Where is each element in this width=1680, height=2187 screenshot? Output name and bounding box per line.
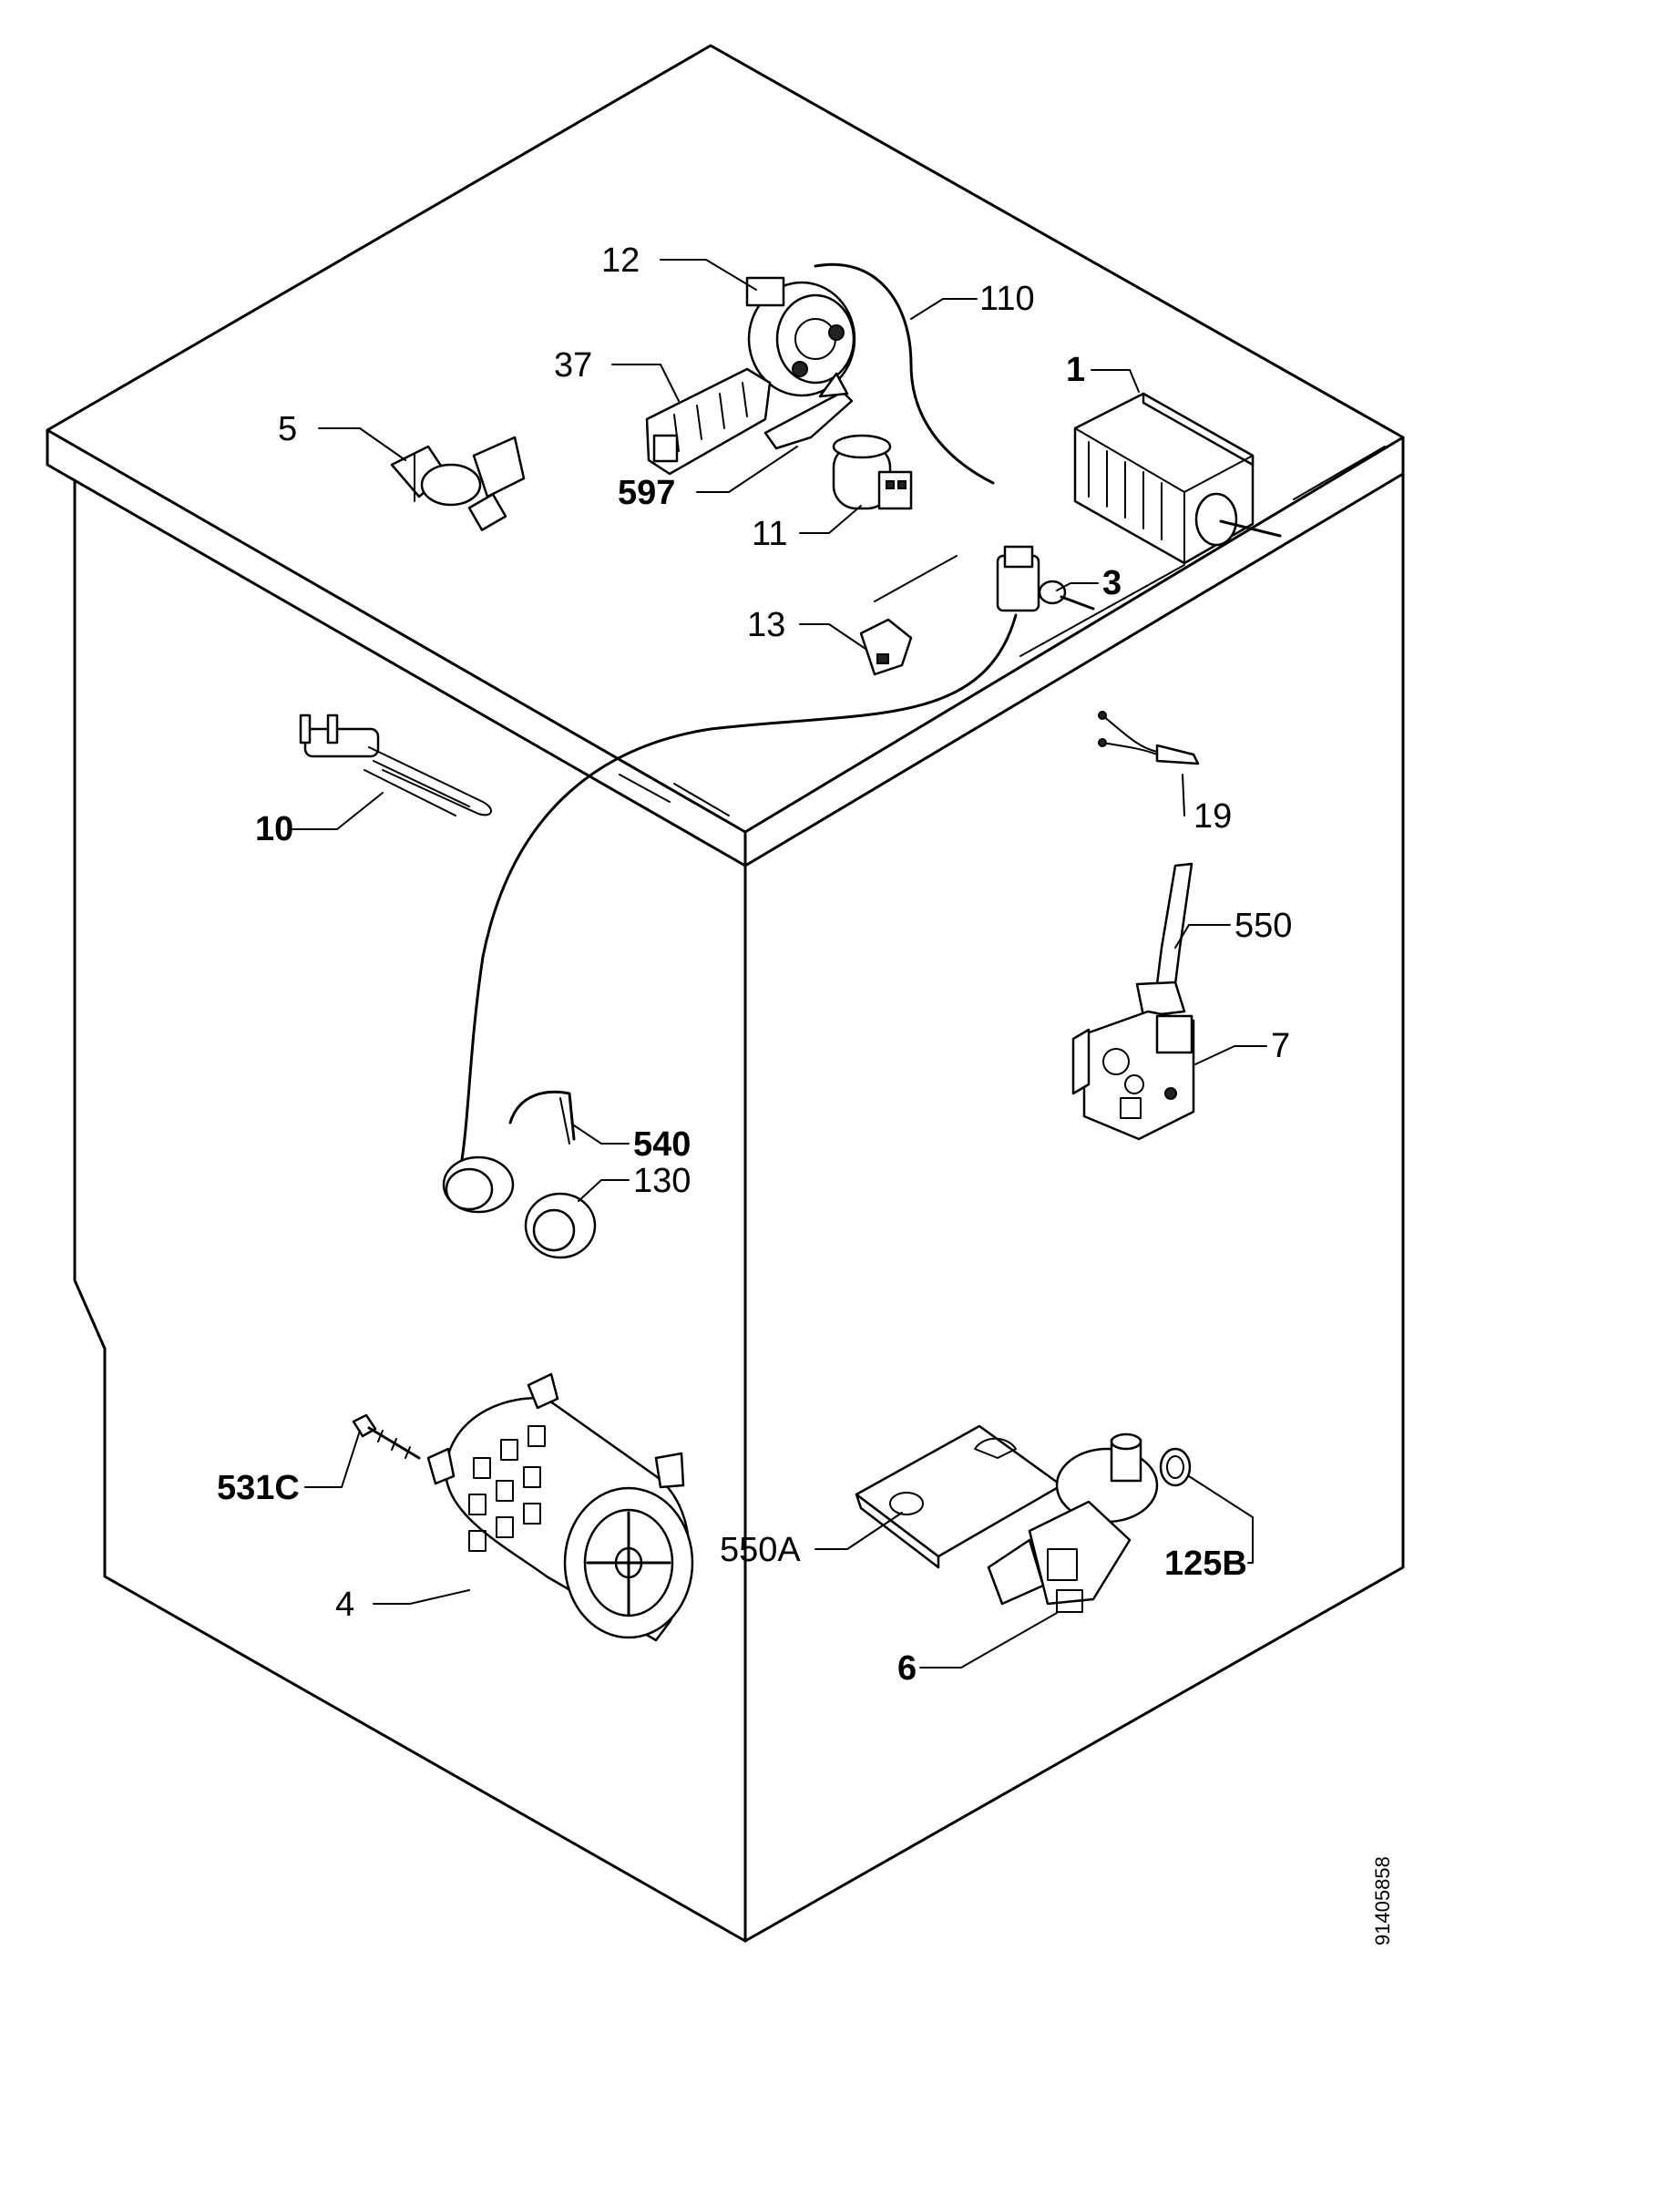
part-12-pressure-switch <box>745 276 856 397</box>
callout-12: 12 <box>601 241 640 280</box>
drawing-code: 91405858 <box>1371 1856 1394 1946</box>
callout-125b: 125B <box>1164 1545 1247 1583</box>
callout-5: 5 <box>278 410 297 448</box>
callout-531c: 531C <box>217 1469 300 1507</box>
callout-3: 3 <box>1102 564 1122 602</box>
cable-grommet <box>442 1155 515 1214</box>
part-19-thermistor <box>1098 711 1200 765</box>
callout-7: 7 <box>1271 1027 1290 1065</box>
callout-597: 597 <box>618 474 675 512</box>
callout-130: 130 <box>633 1162 691 1200</box>
part-531c-screw <box>352 1413 421 1460</box>
part-130-seal <box>524 1192 597 1259</box>
part-37-terminal-block <box>645 367 772 476</box>
part-540-clip <box>508 1090 576 1145</box>
callout-1: 1 <box>1066 351 1085 389</box>
part-11-capacitor <box>832 434 913 510</box>
callout-10: 10 <box>255 810 293 848</box>
callout-labels: 12 110 37 1 5 597 11 3 13 19 10 550 7 54… <box>217 241 1292 1688</box>
part-3-switch <box>996 545 1095 612</box>
wiring-cable <box>458 613 1018 1173</box>
part-110-hose <box>814 262 995 485</box>
callout-19: 19 <box>1193 797 1232 836</box>
cabinet-outline <box>46 44 1405 1943</box>
callout-6: 6 <box>897 1649 917 1688</box>
part-125b-oring <box>1159 1447 1192 1487</box>
leader-lines <box>291 259 1267 1668</box>
callout-4: 4 <box>335 1586 354 1624</box>
part-5-inlet-valve <box>390 436 526 531</box>
part-7-door-lock <box>1071 1010 1195 1141</box>
callout-540: 540 <box>633 1125 691 1164</box>
part-597-bracket <box>763 372 854 450</box>
part-1-timer-programmer <box>1073 392 1282 565</box>
callout-550a: 550A <box>720 1531 801 1569</box>
callout-550: 550 <box>1234 907 1292 945</box>
callout-110: 110 <box>979 280 1035 318</box>
part-10-heating-element <box>299 714 492 816</box>
callout-37: 37 <box>554 346 592 385</box>
part-13-connector <box>859 618 913 676</box>
part-6-drain-pump <box>987 1432 1159 1613</box>
callout-13: 13 <box>747 606 785 644</box>
part-4-motor <box>426 1372 694 1642</box>
part-550-lever <box>1135 862 1193 1018</box>
callout-11: 11 <box>752 515 787 553</box>
